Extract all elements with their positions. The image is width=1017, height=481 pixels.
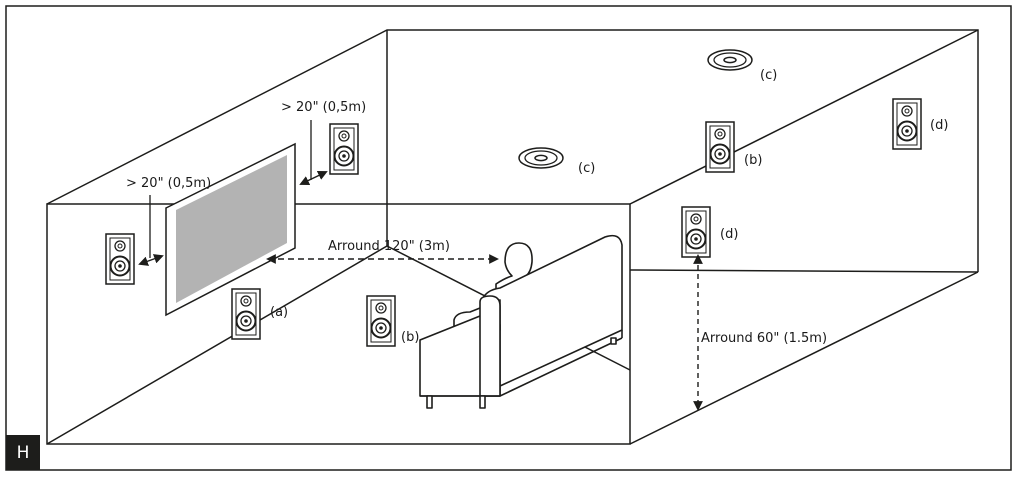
height-label: Arround 60" (1.5m) bbox=[701, 331, 827, 346]
surround-right-label: (b) bbox=[744, 153, 762, 168]
front-floor-edge bbox=[629, 271, 979, 445]
floor-left-edge bbox=[46, 245, 388, 445]
gap-left-arrow bbox=[138, 254, 164, 266]
speaker-surround-left-b-icon bbox=[366, 295, 396, 347]
speaker-left-front-icon bbox=[105, 233, 135, 285]
floor-right-edge bbox=[629, 269, 979, 273]
back-wall-top-edge bbox=[46, 29, 979, 272]
ceiling-speaker-front-icon bbox=[518, 147, 564, 169]
gap-right-label: > 20" (0,5m) bbox=[281, 100, 366, 115]
speaker-surround-right-b-icon bbox=[705, 121, 735, 173]
surround-left-label: (b) bbox=[401, 330, 419, 345]
gap-right-arrow bbox=[299, 170, 328, 186]
gap-left-label: > 20" (0,5m) bbox=[126, 176, 211, 191]
speaker-side-rear-d-icon bbox=[892, 98, 922, 150]
side-front-label: (d) bbox=[720, 227, 738, 242]
distance-label: Arround 120" (3m) bbox=[328, 239, 450, 254]
leader-lines bbox=[149, 120, 312, 258]
room-edges bbox=[46, 29, 979, 445]
ceiling-front-label: (c) bbox=[578, 161, 595, 176]
sofa-with-listener bbox=[419, 234, 623, 409]
outer-frame bbox=[5, 5, 1012, 471]
ceiling-right-edge bbox=[629, 29, 979, 205]
front-center-label: (a) bbox=[270, 305, 288, 320]
front-opening bbox=[46, 203, 631, 445]
side-rear-label: (d) bbox=[930, 118, 948, 133]
speaker-right-front-icon bbox=[329, 123, 359, 175]
screen bbox=[165, 142, 296, 317]
dimension-arrows bbox=[138, 170, 703, 411]
speaker-side-front-d-icon bbox=[681, 206, 711, 258]
ceiling-rear-label: (c) bbox=[760, 68, 777, 83]
speaker-center-a-icon bbox=[231, 288, 261, 340]
section-letter-badge: H bbox=[6, 435, 40, 470]
ceiling-speaker-rear-icon bbox=[707, 49, 753, 71]
